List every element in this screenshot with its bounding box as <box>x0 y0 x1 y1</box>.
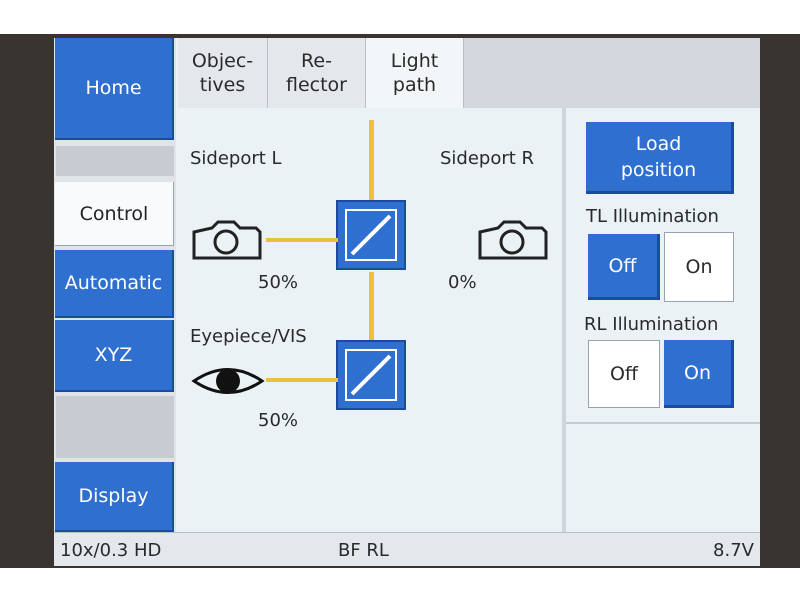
tab-light-path[interactable]: Light path <box>366 38 464 108</box>
beam-vertical-top <box>369 120 374 212</box>
sideport-r-label: Sideport R <box>440 148 535 169</box>
sidebar-item-label: Home <box>85 77 142 99</box>
beam-splitter-upper[interactable] <box>336 200 406 270</box>
tl-on-label: On <box>685 256 713 278</box>
rl-illumination-on-button[interactable]: On <box>664 340 734 408</box>
tab-label: Light path <box>390 50 439 96</box>
tl-illumination-on-button[interactable]: On <box>664 232 734 302</box>
status-mode: BF RL <box>338 540 389 561</box>
beam-sideport-l <box>266 238 338 242</box>
rl-on-label: On <box>684 361 711 384</box>
eyepiece-percent: 50% <box>258 410 299 431</box>
sidebar: Home Control Automatic XYZ Display <box>54 38 176 532</box>
sidebar-item-home[interactable]: Home <box>55 38 174 140</box>
beam-vertical-middle <box>369 272 374 350</box>
panel-separator <box>566 422 760 424</box>
sidebar-item-xyz[interactable]: XYZ <box>55 320 174 392</box>
panel-divider <box>562 108 566 532</box>
diagonal-mirror-icon <box>350 354 392 396</box>
sidebar-item-label: XYZ <box>94 344 133 366</box>
sidebar-item-display[interactable]: Display <box>55 462 174 532</box>
light-path-panel: Sideport L 50% Sideport R 0% Eyepiece/VI… <box>178 108 562 532</box>
tl-illumination-label: TL Illumination <box>586 206 719 227</box>
sidebar-spacer <box>56 396 174 458</box>
sideport-r-percent: 0% <box>448 272 477 293</box>
diagonal-mirror-icon <box>350 214 392 256</box>
sidebar-item-label: Display <box>78 485 149 507</box>
tl-off-label: Off <box>608 254 637 277</box>
sidebar-item-control[interactable]: Control <box>55 182 174 246</box>
eyepiece-label: Eyepiece/VIS <box>190 326 307 347</box>
eye-icon[interactable] <box>190 364 266 398</box>
tab-label: Re- flector <box>286 50 347 96</box>
beam-splitter-frame <box>345 209 397 261</box>
load-position-label: Load position <box>620 132 697 181</box>
status-bar: 10x/0.3 HD BF RL 8.7V <box>54 532 760 566</box>
sidebar-item-label: Control <box>79 202 149 225</box>
rl-illumination-label: RL Illumination <box>584 314 719 335</box>
status-objective: 10x/0.3 HD <box>60 540 162 561</box>
tab-bar: Objec- tives Re- flector Light path <box>178 38 760 108</box>
beam-splitter-lower[interactable] <box>336 340 406 410</box>
rl-illumination-off-button[interactable]: Off <box>588 340 660 408</box>
camera-icon[interactable] <box>190 220 262 262</box>
tl-illumination-off-button[interactable]: Off <box>588 234 660 300</box>
camera-icon[interactable] <box>476 220 548 262</box>
touch-screen: Home Control Automatic XYZ Display Objec… <box>54 38 760 566</box>
sideport-l-label: Sideport L <box>190 148 282 169</box>
rl-off-label: Off <box>609 363 639 385</box>
sidebar-item-label: Automatic <box>64 272 163 294</box>
status-value: 8.7V <box>713 540 754 561</box>
beam-eyepiece <box>266 378 338 382</box>
sideport-l-percent: 50% <box>258 272 299 293</box>
tab-reflector[interactable]: Re- flector <box>268 38 366 108</box>
sidebar-item-automatic[interactable]: Automatic <box>55 250 174 318</box>
beam-splitter-frame <box>345 349 397 401</box>
tab-label: Objec- tives <box>191 50 254 96</box>
load-position-button[interactable]: Load position <box>586 122 734 194</box>
sidebar-spacer <box>56 146 174 176</box>
tab-objectives[interactable]: Objec- tives <box>178 38 268 108</box>
